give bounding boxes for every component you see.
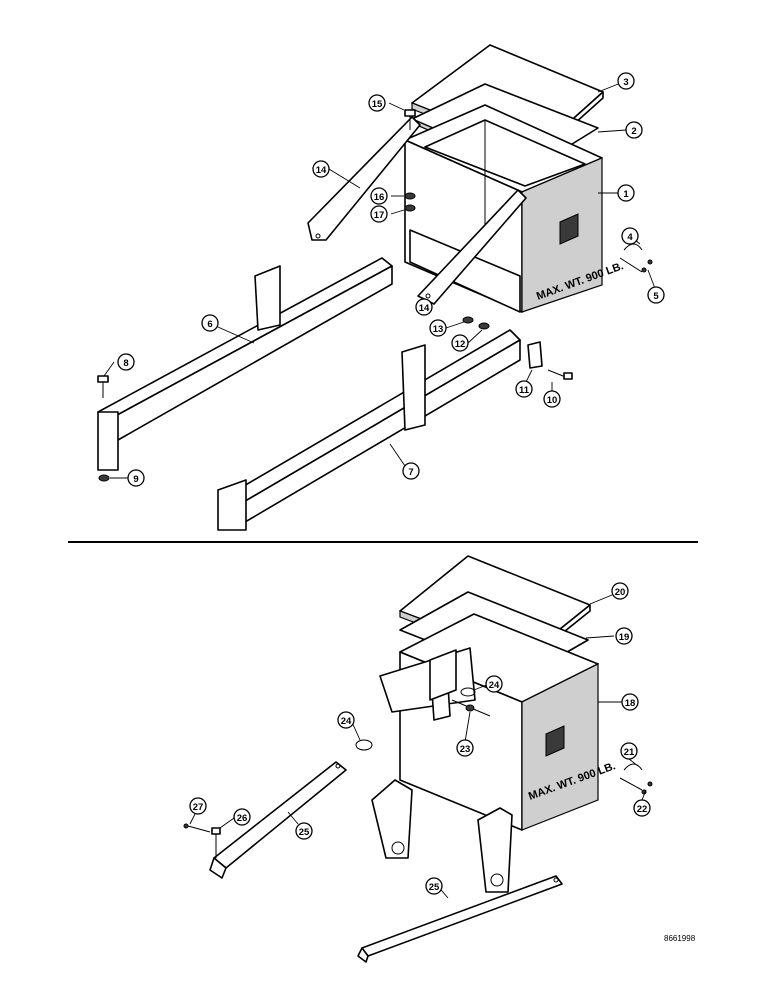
callout-25-upper: 25	[295, 822, 313, 840]
callout-10: 10	[543, 390, 561, 408]
callout-2: 2	[625, 121, 643, 139]
svg-text:8: 8	[123, 358, 128, 369]
upper-handle-left	[307, 116, 421, 241]
callout-3: 3	[617, 72, 635, 90]
svg-text:24: 24	[341, 716, 352, 727]
pin-4	[619, 243, 653, 273]
callout-24-lower: 24	[337, 711, 355, 729]
svg-text:12: 12	[455, 339, 466, 350]
callout-14-lower: 14	[415, 298, 433, 316]
svg-text:7: 7	[408, 467, 413, 478]
nut-17	[404, 204, 416, 212]
drawing-number: 8661998	[664, 934, 696, 943]
svg-text:25: 25	[429, 882, 440, 893]
callout-8: 8	[117, 353, 135, 371]
bolt-8	[97, 375, 109, 398]
bolt-10	[547, 369, 573, 380]
svg-text:24: 24	[489, 680, 500, 691]
svg-text:21: 21	[624, 747, 635, 758]
svg-text:4: 4	[627, 232, 633, 243]
nut-9	[98, 474, 110, 482]
pin-27	[183, 823, 211, 833]
callout-21: 21	[620, 742, 638, 760]
washer-16	[404, 192, 416, 200]
callout-23: 23	[456, 739, 474, 757]
svg-text:9: 9	[133, 474, 138, 485]
ring-24-lower	[355, 739, 373, 751]
callout-4: 4	[621, 227, 639, 245]
svg-text:10: 10	[547, 395, 558, 406]
svg-text:6: 6	[207, 319, 212, 330]
upper-assembly: MAX. WT. 900 LB. 1 2 3 4 5 6	[97, 44, 665, 531]
nut-13	[462, 316, 474, 324]
svg-text:13: 13	[433, 324, 444, 335]
pin-21	[619, 763, 653, 795]
callout-19: 19	[615, 627, 633, 645]
nut-12	[478, 322, 490, 330]
callout-12: 12	[451, 334, 469, 352]
pin-23	[451, 699, 491, 717]
rail-7	[217, 329, 521, 531]
callout-27: 27	[189, 797, 207, 815]
drawbar-25-right	[357, 875, 563, 963]
svg-text:25: 25	[299, 827, 310, 838]
svg-text:26: 26	[237, 813, 248, 824]
svg-text:20: 20	[615, 587, 626, 598]
svg-text:23: 23	[460, 744, 471, 755]
lower-assembly: MAX. WT. 900 LB. 18 19 20 21 22 23 24 24…	[183, 555, 653, 963]
callout-1: 1	[617, 184, 635, 202]
callout-20: 20	[611, 582, 629, 600]
drawbar-25-left	[209, 761, 347, 879]
callout-25-lower: 25	[425, 877, 443, 895]
callout-24-upper: 24	[485, 675, 503, 693]
callout-22: 22	[633, 799, 651, 817]
svg-text:3: 3	[623, 77, 628, 88]
callout-15: 15	[368, 94, 386, 112]
callout-5: 5	[647, 286, 665, 304]
svg-text:22: 22	[637, 804, 648, 815]
svg-text:27: 27	[193, 802, 204, 813]
svg-text:11: 11	[519, 385, 530, 396]
ring-24-upper	[460, 687, 476, 697]
upper-weight-box	[404, 104, 603, 313]
svg-text:16: 16	[374, 192, 385, 203]
callout-13: 13	[429, 319, 447, 337]
callout-6: 6	[201, 314, 219, 332]
callout-9: 9	[127, 469, 145, 487]
lower-hitch-bracket-right	[477, 807, 513, 893]
svg-text:17: 17	[374, 210, 385, 221]
callout-16: 16	[370, 187, 388, 205]
callout-11: 11	[515, 380, 533, 398]
bolt-15	[404, 109, 416, 130]
svg-text:19: 19	[619, 632, 630, 643]
callout-17: 17	[370, 205, 388, 223]
svg-text:5: 5	[653, 291, 659, 302]
svg-text:18: 18	[625, 698, 636, 709]
svg-text:2: 2	[631, 126, 636, 137]
callout-14-upper: 14	[312, 160, 330, 178]
callout-7: 7	[402, 462, 420, 480]
lower-hitch-bracket-left	[371, 779, 413, 859]
svg-text:14: 14	[419, 303, 430, 314]
upper-leader-lines	[103, 80, 657, 479]
callout-18: 18	[621, 693, 639, 711]
svg-text:14: 14	[316, 165, 327, 176]
plate-11	[527, 341, 543, 369]
svg-text:15: 15	[372, 99, 383, 110]
callout-26: 26	[233, 808, 251, 826]
bolt-26	[211, 827, 221, 858]
svg-text:1: 1	[623, 189, 629, 200]
